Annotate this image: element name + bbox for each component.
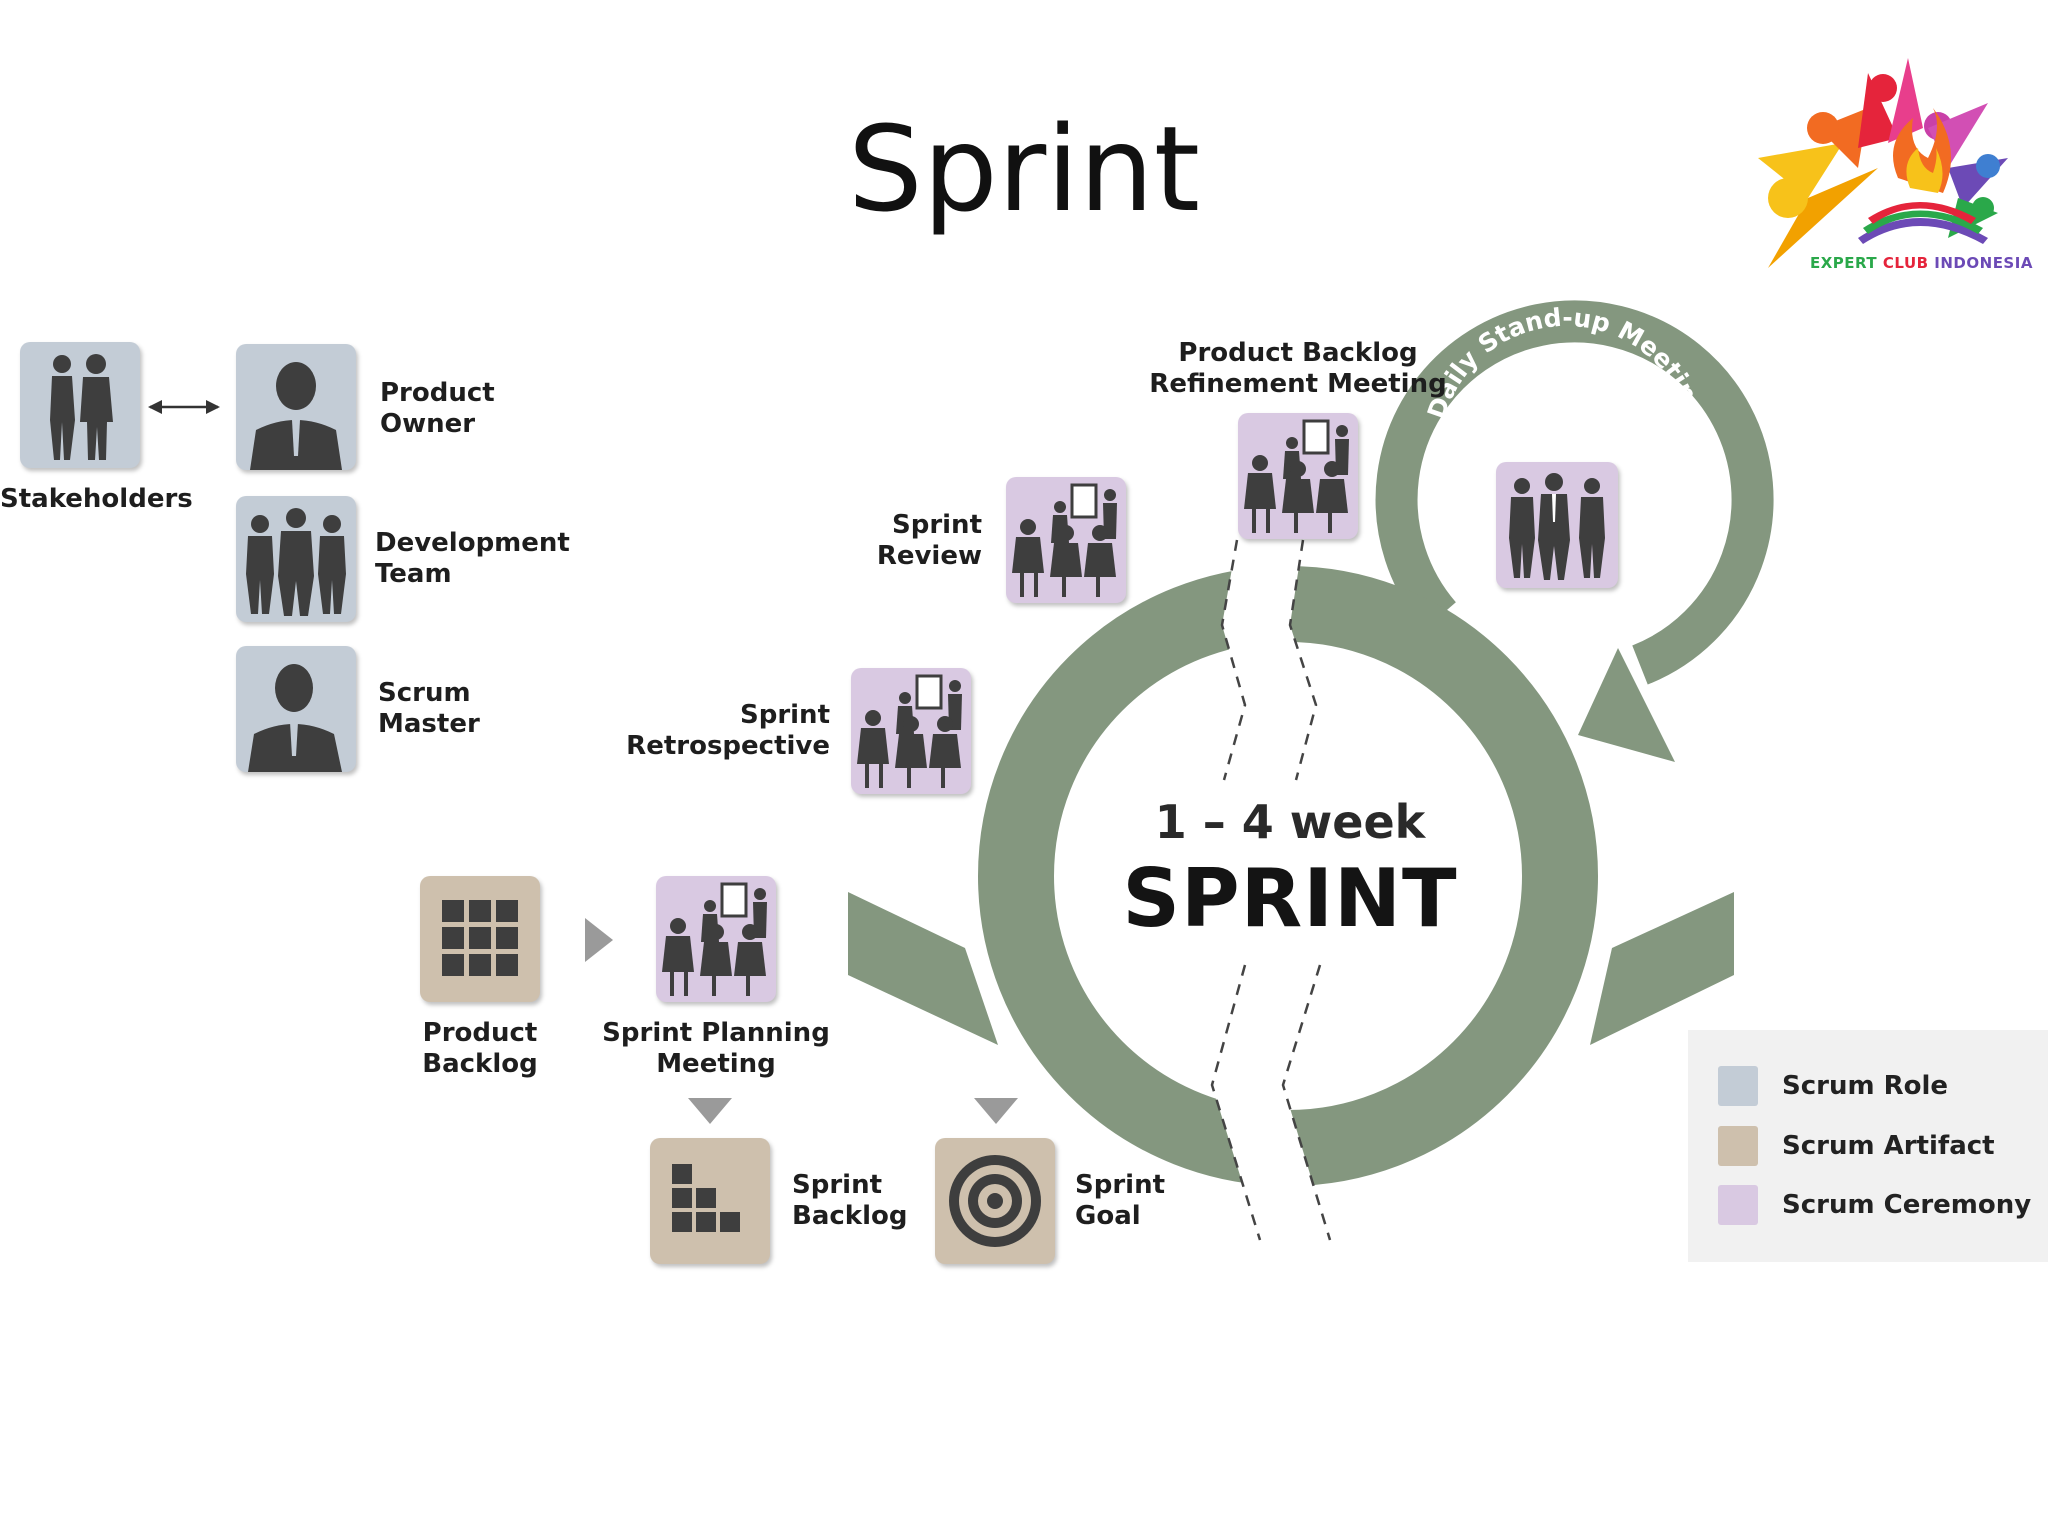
planning-down-arrow xyxy=(688,1098,732,1124)
logo-text: EXPERT CLUB INDONESIA xyxy=(1810,254,2033,272)
daily-standup-tile xyxy=(1496,462,1618,588)
staircase-icon xyxy=(672,1164,740,1232)
backlog-to-planning-arrow xyxy=(585,918,613,962)
goal-down-arrow xyxy=(974,1098,1018,1124)
expert-club-logo xyxy=(1758,58,2008,268)
meeting-icon xyxy=(857,674,962,788)
legend: Scrum Role Scrum Artifact Scrum Ceremony xyxy=(1688,1030,2048,1262)
legend-swatch xyxy=(1718,1185,1758,1225)
sprint-backlog-tile xyxy=(650,1138,770,1264)
break-dash-left-lower xyxy=(1210,964,1262,1241)
daily-loop-ring xyxy=(1375,300,1774,685)
daily-standup-label: Daily Stand-up Meeting xyxy=(1422,303,1710,423)
sprint-goal-tile xyxy=(935,1138,1055,1264)
stakeholders-icon xyxy=(50,354,113,460)
scrum-master-icon xyxy=(248,664,342,772)
page-title: Sprint xyxy=(847,100,1201,238)
meeting-icon xyxy=(1012,483,1117,597)
sprint-review-tile xyxy=(1006,477,1126,603)
product-owner-tile xyxy=(236,344,356,470)
sprint-planning-tile xyxy=(656,876,776,1002)
break-dash-right-lower xyxy=(1281,964,1332,1241)
product-owner-icon xyxy=(250,362,342,470)
legend-label: Scrum Ceremony xyxy=(1782,1190,2032,1220)
sprint-label: SPRINT xyxy=(1122,852,1458,945)
legend-swatch xyxy=(1718,1126,1758,1166)
legend-label: Scrum Artifact xyxy=(1782,1131,1995,1161)
refinement-meeting-tile xyxy=(1238,413,1358,539)
ring-break xyxy=(1212,540,1330,1240)
standup-icon xyxy=(1509,473,1605,580)
scrum-master-tile xyxy=(236,646,356,772)
meeting-icon xyxy=(1244,419,1349,533)
stakeholders-tile xyxy=(20,342,140,468)
sprint-duration: 1 – 4 week xyxy=(1154,795,1426,849)
meeting-icon xyxy=(662,882,767,996)
right-wedge xyxy=(1590,892,1734,1045)
legend-swatch xyxy=(1718,1066,1758,1106)
legend-label: Scrum Role xyxy=(1782,1071,1949,1101)
left-wedge xyxy=(848,892,998,1045)
development-team-tile xyxy=(236,496,356,622)
development-team-icon xyxy=(246,508,346,616)
stakeholders-label: Stakeholders xyxy=(0,484,193,514)
break-dash-right xyxy=(1288,539,1318,781)
grid-icon xyxy=(442,900,518,976)
product-backlog-tile xyxy=(420,876,540,1002)
target-icon xyxy=(949,1155,1041,1247)
sprint-retrospective-tile xyxy=(851,668,971,794)
daily-loop-arrowhead xyxy=(1578,648,1675,762)
break-dash-left xyxy=(1220,539,1247,781)
